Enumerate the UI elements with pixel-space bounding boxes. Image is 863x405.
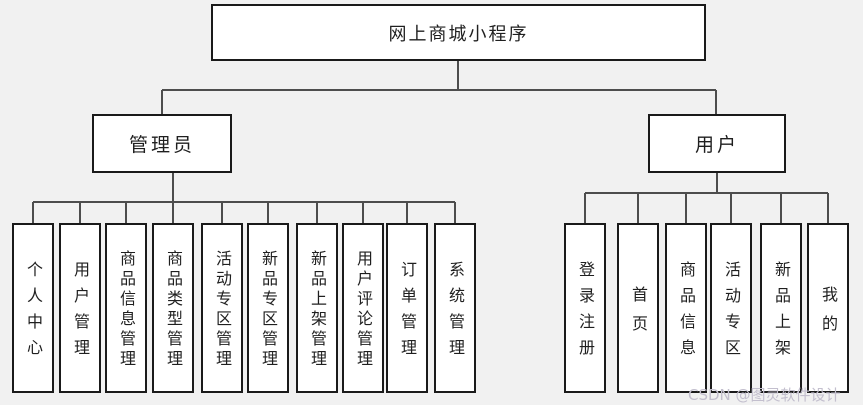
node-root: 网上商城小程序 [211, 4, 706, 61]
leaf-node: 新品专区管理 [247, 223, 289, 393]
leaf-label: 商品信息 [677, 261, 696, 365]
node-branch-admin: 管理员 [92, 114, 232, 173]
leaf-label: 商品信息管理 [117, 250, 136, 370]
leaf-label: 用户管理 [71, 261, 90, 365]
leaf-label: 活动专区管理 [213, 250, 232, 370]
node-branch-admin-label: 管理员 [128, 134, 195, 156]
leaf-node: 商品类型管理 [152, 223, 194, 393]
leaf-label: 新品上架管理 [308, 250, 327, 370]
leaf-label: 我的 [819, 285, 838, 344]
leaf-node: 首页 [617, 223, 659, 393]
leaf-label: 新品专区管理 [259, 250, 278, 370]
leaf-node: 用户评论管理 [342, 223, 384, 393]
leaf-node: 用户管理 [59, 223, 101, 393]
connector-path [32, 61, 829, 224]
leaf-label: 登录注册 [576, 261, 595, 365]
leaf-node: 个人中心 [12, 223, 54, 393]
leaf-label: 活动专区 [722, 261, 741, 365]
leaf-label: 首页 [629, 285, 648, 344]
leaf-label: 个人中心 [24, 261, 43, 365]
leaf-label: 商品类型管理 [164, 250, 183, 370]
leaf-node: 商品信息 [665, 223, 707, 393]
leaf-node: 订单管理 [386, 223, 428, 393]
leaf-node: 我的 [807, 223, 849, 393]
leaf-label: 系统管理 [446, 261, 465, 365]
leaf-node: 登录注册 [564, 223, 606, 393]
leaf-node: 商品信息管理 [105, 223, 147, 393]
leaf-node: 新品上架 [760, 223, 802, 393]
csdn-watermark: CSDN @图灵软件设计 [688, 386, 841, 404]
leaf-label: 用户评论管理 [354, 250, 373, 370]
leaf-label: 新品上架 [772, 261, 791, 365]
node-branch-user-label: 用户 [694, 134, 739, 156]
leaf-node: 活动专区管理 [201, 223, 243, 393]
node-branch-user: 用户 [648, 114, 786, 173]
leaf-node: 系统管理 [434, 223, 476, 393]
node-root-label: 网上商城小程序 [388, 23, 529, 45]
leaf-node: 新品上架管理 [296, 223, 338, 393]
leaf-label: 订单管理 [398, 261, 417, 365]
leaf-node: 活动专区 [710, 223, 752, 393]
